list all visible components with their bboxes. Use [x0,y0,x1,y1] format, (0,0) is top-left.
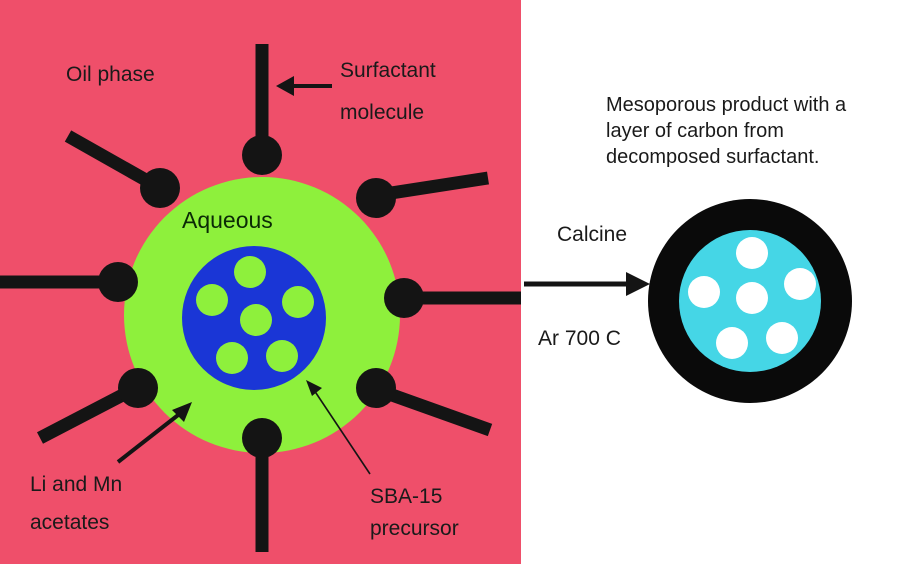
product-pore [784,268,816,300]
product-label-line1: Mesoporous product with a [606,94,847,116]
precursor-pore [240,304,272,336]
surfactant-tail [375,383,493,437]
li-mn-label-line1: Li and Mn [30,473,123,496]
sba15-pointer-arrowhead [306,380,322,396]
aqueous-label: Aqueous [182,207,273,233]
precursor-pores [196,256,314,374]
li-mn-label-line2: acetates [30,511,110,534]
surfactant-heads [98,135,424,458]
product-label-line3: decomposed surfactant. [606,146,820,168]
product-pores [688,237,816,359]
product-pore [688,276,720,308]
product-pore [736,237,768,269]
surfactant-head [384,278,424,318]
sba15-label-line1: SBA-15 [370,485,443,508]
acetates-pointer-arrowhead [172,402,192,422]
calcine-arrowhead [626,272,650,296]
surfactant-head [140,168,180,208]
product-pore [736,282,768,314]
surfactant-head [118,368,158,408]
sba15-label-line2: precursor [370,517,459,540]
surfactant-head [356,368,396,408]
product-pore [716,327,748,359]
precursor-pore [234,256,266,288]
acetates-pointer-arrow [116,410,184,464]
product-pore [766,322,798,354]
precursor-pore [216,342,248,374]
product-label-line2: layer of carbon from [606,120,784,142]
surfactant-label-line1: Surfactant [340,59,436,82]
surfactant-label-line2: molecule [340,101,425,124]
surfactant-pointer-arrowhead [276,76,294,96]
ar-temp-label: Ar 700 C [538,327,621,350]
sba15-pointer-arrow [313,389,371,475]
surfactant-head [98,262,138,302]
calcine-label: Calcine [557,223,628,246]
precursor-pore [196,284,228,316]
surfactant-head [242,418,282,458]
precursor-pore [266,340,298,372]
surfactant-head [242,135,282,175]
oil-phase-label: Oil phase [66,63,155,86]
precursor-pore [282,286,314,318]
surfactant-tail [377,171,489,202]
surfactant-head [356,178,396,218]
